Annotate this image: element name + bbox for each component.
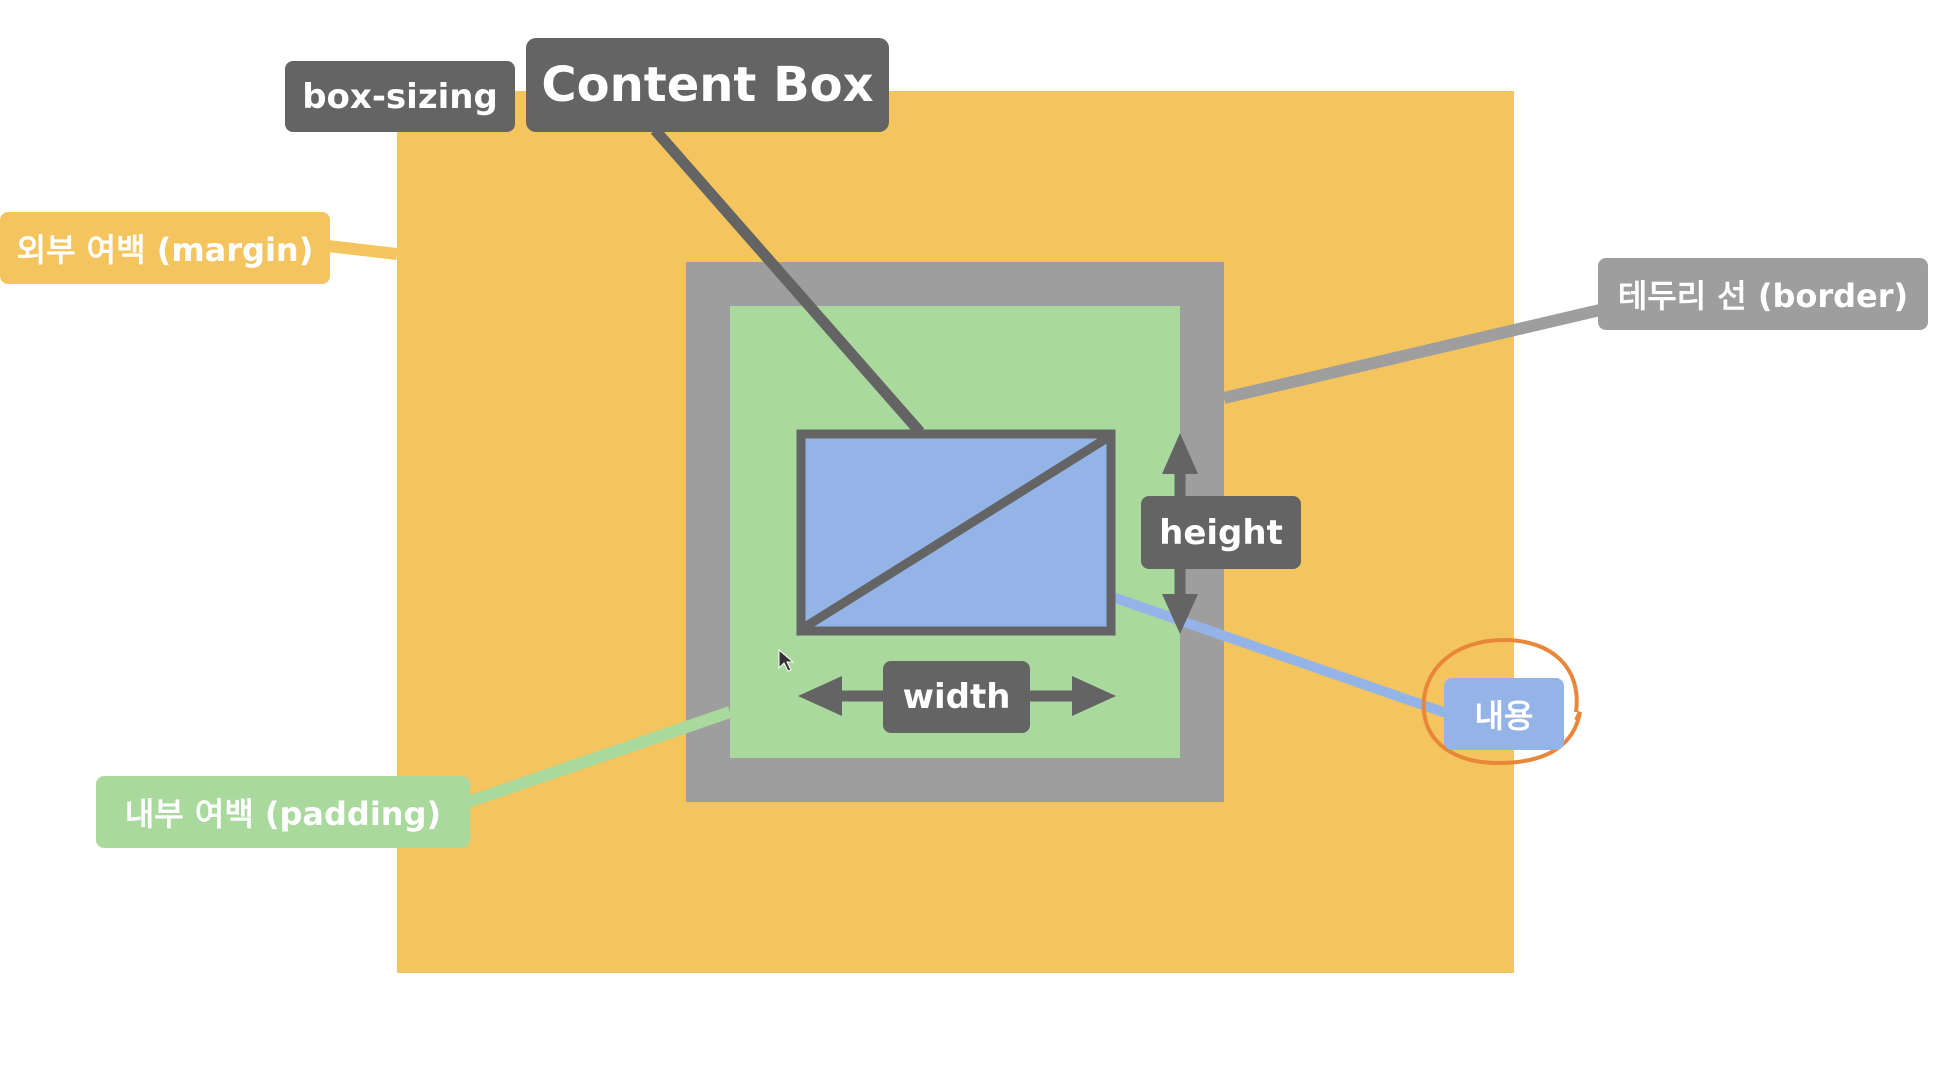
cursor-icon	[778, 648, 795, 672]
content-connector-line	[1102, 589, 1448, 718]
content-diagonal-line	[802, 434, 1110, 631]
padding-label: 내부 여백 (padding)	[96, 776, 470, 848]
height-label: height	[1141, 496, 1301, 569]
content-box-connector-line	[650, 126, 925, 436]
margin-connector-line	[327, 240, 398, 260]
width-label: width	[883, 661, 1030, 733]
content-box-label: Content Box	[526, 38, 889, 132]
margin-label: 외부 여백 (margin)	[0, 212, 330, 284]
border-connector-line	[1222, 304, 1602, 404]
border-label: 테두리 선 (border)	[1598, 258, 1928, 330]
box-sizing-label: box-sizing	[285, 61, 515, 132]
padding-connector-line	[466, 706, 732, 808]
highlight-circle	[1421, 637, 1582, 766]
content-label: 내용	[1444, 678, 1564, 750]
